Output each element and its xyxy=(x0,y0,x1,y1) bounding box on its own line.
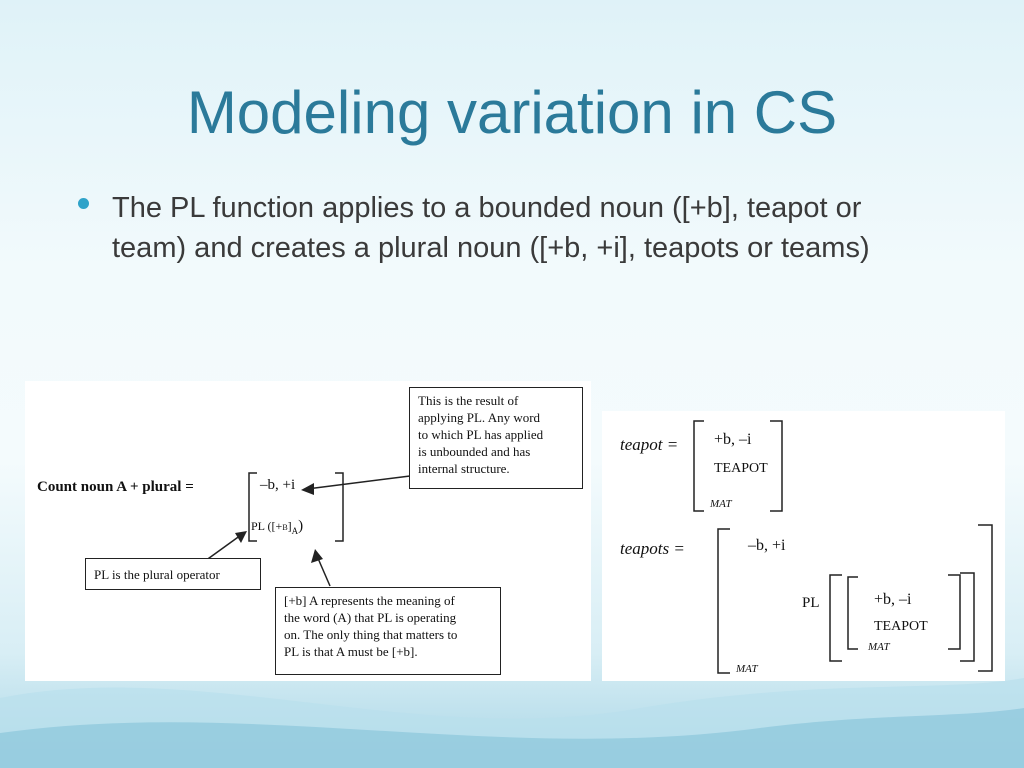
meaning-callout: [+b] A represents the meaning of the wor… xyxy=(275,587,501,675)
outer-subscript: MAT xyxy=(736,663,758,675)
callout-line: to which PL has applied xyxy=(418,427,544,442)
result-callout: This is the result of applying PL. Any w… xyxy=(409,387,583,489)
inner-subscript: MAT xyxy=(868,641,890,653)
pl-operator-text: PL ([+b] xyxy=(251,519,292,533)
slide-title: Modeling variation in CS xyxy=(186,79,838,146)
bullet-item: The PL function applies to a bounded nou… xyxy=(78,188,898,268)
inner-word: TEAPOT xyxy=(874,619,928,634)
teapot-features: +b, –i xyxy=(714,431,752,448)
bullet-text: The PL function applies to a bounded nou… xyxy=(112,192,870,264)
callout-line: internal structure. xyxy=(418,461,510,476)
background-wave xyxy=(0,678,1024,768)
teapots-features: –b, +i xyxy=(748,537,786,554)
pl-expression: PL ([+b]A) xyxy=(251,518,303,536)
callout-line: is unbounded and has xyxy=(418,444,531,459)
teapots-label: teapots = xyxy=(620,539,685,558)
pl-close-paren: ) xyxy=(298,518,304,534)
bracket-lines xyxy=(693,420,993,674)
callout-line: PL is that A must be [+b]. xyxy=(284,644,418,659)
plural-operator-figure: Count noun A + plural = –b, +i PL ([+b]A… xyxy=(25,381,591,681)
operator-callout: PL is the plural operator xyxy=(85,558,261,590)
pl-subscript: A xyxy=(291,526,299,536)
callout-line: the word (A) that PL is operating xyxy=(284,610,457,625)
callout-line: This is the result of xyxy=(418,393,519,408)
teapot-word: TEAPOT xyxy=(714,461,768,476)
callout-line: on. The only thing that matters to xyxy=(284,627,458,642)
teapot-structure-figure: teapot = +b, –i TEAPOT MAT teapots = –b,… xyxy=(602,411,1005,681)
inner-features: +b, –i xyxy=(874,591,912,608)
result-feature-row: –b, +i xyxy=(260,477,296,493)
figure-lines xyxy=(204,472,411,587)
bullet-dot-icon xyxy=(78,198,89,209)
pl-label: PL xyxy=(802,595,820,611)
teapot-subscript: MAT xyxy=(710,498,732,510)
callout-line: applying PL. Any word xyxy=(418,410,541,425)
callout-line: [+b] A represents the meaning of xyxy=(284,593,455,608)
formula-label: Count noun A + plural = xyxy=(37,479,194,495)
teapot-label: teapot = xyxy=(620,435,679,454)
